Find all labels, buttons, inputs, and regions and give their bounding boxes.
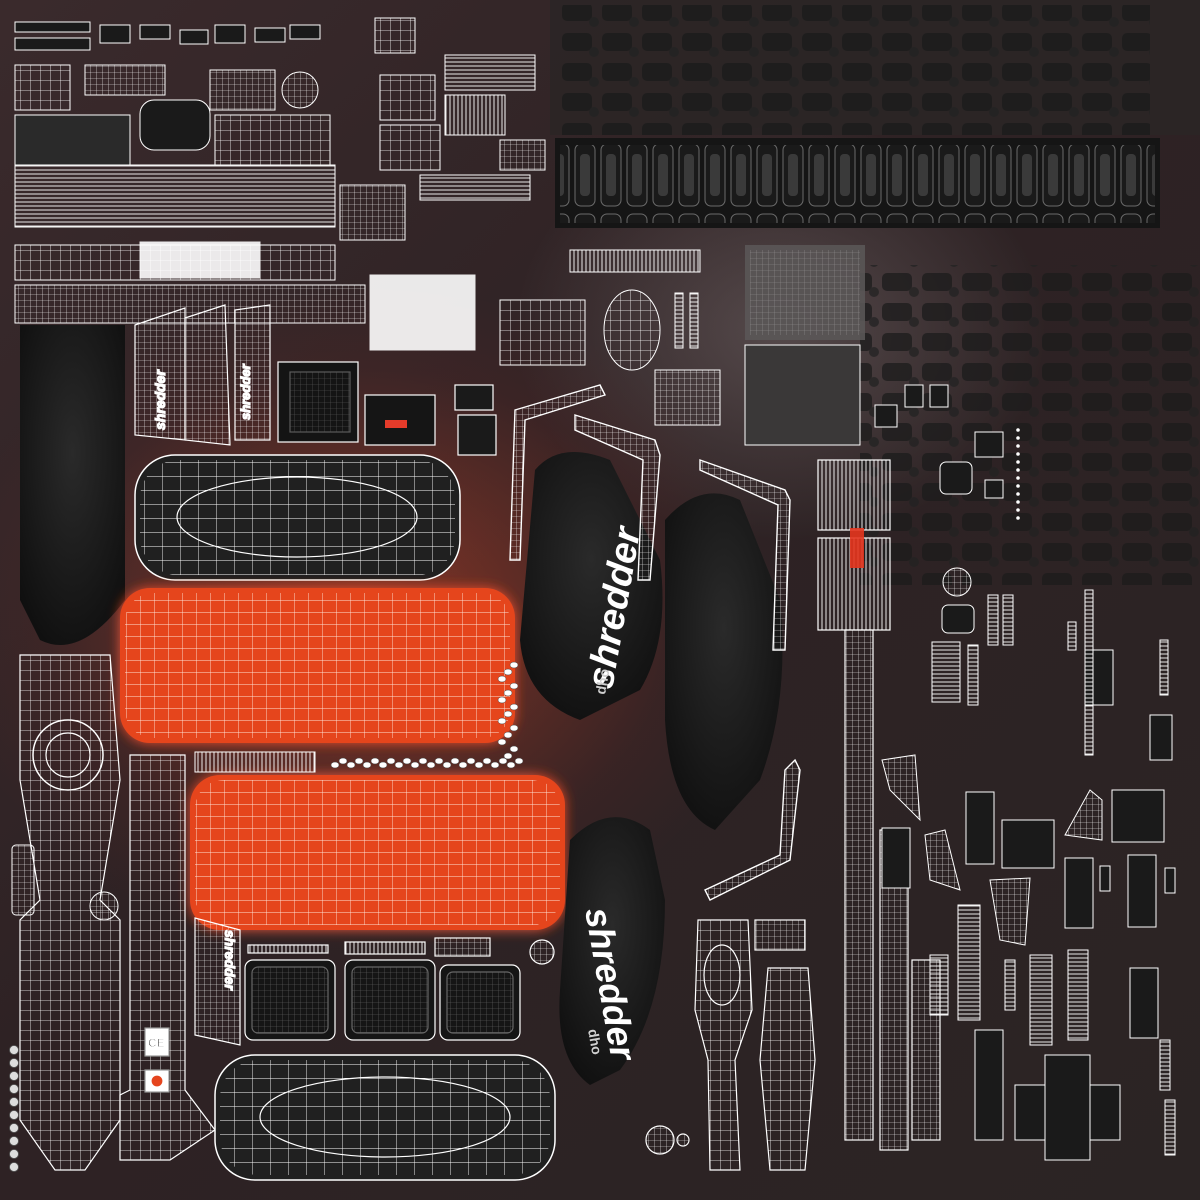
dot bbox=[1016, 444, 1020, 448]
washer bbox=[9, 1084, 19, 1094]
bead bbox=[506, 761, 516, 769]
dot bbox=[1016, 460, 1020, 464]
bead bbox=[498, 757, 508, 765]
washer bbox=[9, 1058, 19, 1068]
small-parts-cluster-top-left bbox=[14, 17, 546, 241]
bead bbox=[354, 757, 364, 765]
dot bbox=[1016, 516, 1020, 520]
deck-orange-bottom bbox=[190, 775, 565, 930]
dot bbox=[1016, 484, 1020, 488]
bead bbox=[458, 761, 468, 769]
stem-wireframe-left-2: CE bbox=[119, 754, 216, 1161]
bead bbox=[418, 757, 428, 765]
bead bbox=[346, 761, 356, 769]
dot bbox=[1016, 468, 1020, 472]
small-boxes-center bbox=[277, 361, 497, 456]
washer bbox=[9, 1071, 19, 1081]
washer bbox=[9, 1136, 19, 1146]
bead bbox=[394, 761, 404, 769]
bead bbox=[474, 761, 484, 769]
dots-right bbox=[1016, 428, 1020, 520]
bead bbox=[330, 761, 340, 769]
bead bbox=[503, 752, 513, 760]
striped-strips-left bbox=[14, 164, 476, 351]
small-parts-center-top bbox=[499, 249, 861, 446]
decal-panel-bottom: shredder bbox=[194, 917, 241, 1046]
bead bbox=[503, 710, 513, 718]
bead bbox=[497, 738, 507, 746]
bead bbox=[434, 757, 444, 765]
bead bbox=[514, 757, 524, 765]
bead bbox=[402, 757, 412, 765]
brand-text-decal-bottom: shredder bbox=[222, 930, 238, 991]
bead bbox=[503, 731, 513, 739]
badge-text-shell-bottom: dho bbox=[585, 1028, 605, 1056]
bead bbox=[509, 724, 519, 732]
washers-column bbox=[9, 1045, 19, 1172]
deck-orange-top bbox=[120, 588, 515, 743]
dot bbox=[1016, 508, 1020, 512]
bead bbox=[497, 696, 507, 704]
bead bbox=[362, 761, 372, 769]
washer bbox=[9, 1097, 19, 1107]
bead bbox=[338, 757, 348, 765]
bead bbox=[482, 757, 492, 765]
dot bbox=[1016, 428, 1020, 432]
bead bbox=[450, 757, 460, 765]
shredder-shell-bottom: shredder dho bbox=[559, 817, 665, 1085]
bead bbox=[370, 757, 380, 765]
chain-links-strip-top bbox=[550, 0, 1200, 135]
badge-text-shell-top: dho bbox=[592, 667, 612, 695]
bottom-boxes bbox=[244, 937, 555, 1041]
bead bbox=[410, 761, 420, 769]
thin-strip-under-orange bbox=[194, 751, 316, 773]
small-parts-right bbox=[874, 384, 1176, 1161]
brand-text-decal-small-2: shredder bbox=[238, 363, 253, 420]
bead bbox=[497, 675, 507, 683]
dot bbox=[1016, 492, 1020, 496]
dark-shell-middle bbox=[665, 493, 783, 830]
shredder-shell-top: shredder dho bbox=[520, 452, 663, 720]
decal-panels-top: shredder shredder bbox=[134, 304, 271, 446]
dark-parts-cluster-right bbox=[745, 245, 1200, 585]
brand-text-decal-small: shredder bbox=[152, 369, 168, 430]
bead bbox=[466, 757, 476, 765]
dot bbox=[1016, 476, 1020, 480]
bead bbox=[497, 717, 507, 725]
dot bbox=[1016, 436, 1020, 440]
bead bbox=[509, 745, 519, 753]
bead bbox=[490, 761, 500, 769]
stem-wireframe-left bbox=[19, 654, 121, 1171]
ce-mark: CE bbox=[148, 1036, 165, 1050]
washer bbox=[9, 1045, 19, 1055]
chain-links-strip bbox=[555, 138, 1160, 228]
bead-rail bbox=[330, 661, 524, 769]
washer bbox=[9, 1149, 19, 1159]
washer bbox=[9, 1162, 19, 1172]
deck-wireframe-bottom bbox=[214, 1054, 556, 1181]
deck-wireframe-top bbox=[134, 454, 461, 581]
washer bbox=[9, 1123, 19, 1133]
small-left-items bbox=[11, 844, 119, 921]
handlebar-wires bbox=[509, 384, 801, 901]
dot bbox=[1016, 500, 1020, 504]
bead bbox=[386, 757, 396, 765]
bead bbox=[442, 761, 452, 769]
fork-wireframes bbox=[645, 919, 816, 1171]
dot bbox=[1016, 452, 1020, 456]
bead bbox=[503, 689, 513, 697]
bead bbox=[509, 682, 519, 690]
dark-shell-left bbox=[20, 325, 125, 645]
bead bbox=[503, 668, 513, 676]
bead bbox=[509, 661, 519, 669]
bead bbox=[509, 703, 519, 711]
bead bbox=[426, 761, 436, 769]
washer bbox=[9, 1110, 19, 1120]
bead bbox=[378, 761, 388, 769]
